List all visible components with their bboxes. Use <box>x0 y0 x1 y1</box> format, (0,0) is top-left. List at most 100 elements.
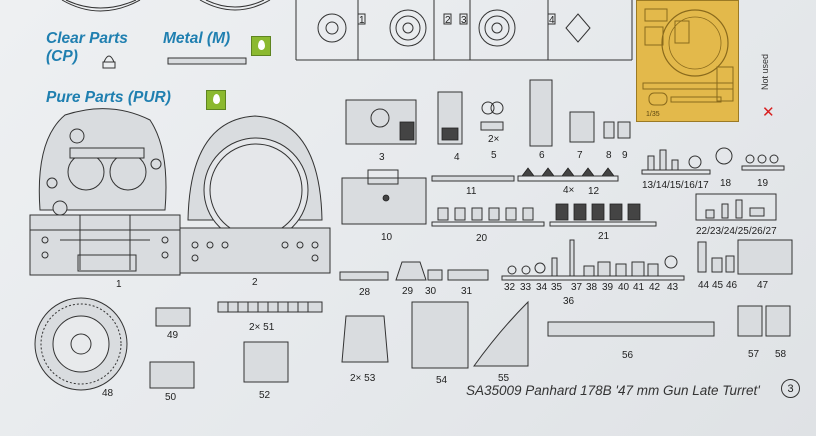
legend-metal: Metal (M) <box>163 30 231 47</box>
part-number: 28 <box>359 287 371 298</box>
not-used-x-icon: ✕ <box>762 104 775 121</box>
part-number: 56 <box>622 350 634 361</box>
part-6 <box>529 79 553 147</box>
part-number: 18 <box>720 178 732 189</box>
part-number: 2 <box>252 277 258 288</box>
parts-22-27 <box>695 193 777 221</box>
part-28 <box>339 271 389 281</box>
photo-etch-scale-label: 1/35 <box>646 111 660 118</box>
part-number: 6 <box>539 150 545 161</box>
part-30 <box>427 269 443 281</box>
part-number: 32 <box>504 282 516 293</box>
part-number: 57 <box>748 349 760 360</box>
part-number: 43 <box>667 282 679 293</box>
part-number: 8 <box>606 150 612 161</box>
part-number: 50 <box>165 392 177 403</box>
part-9 <box>617 121 631 139</box>
parts-44-46 <box>697 241 735 273</box>
part-5 <box>480 121 504 131</box>
page-number: 3 <box>781 379 800 398</box>
part-number: 36 <box>563 296 575 307</box>
part-number: 2× <box>488 134 500 145</box>
part-number: 49 <box>167 330 179 341</box>
part-number: 10 <box>381 232 393 243</box>
part-number: 37 <box>571 282 583 293</box>
part-number: 29 <box>402 286 414 297</box>
part-11 <box>431 175 515 182</box>
part-number: 11 <box>466 186 477 197</box>
sprue-label: 2 <box>445 15 451 26</box>
part-number: 19 <box>757 178 769 189</box>
part-12 <box>517 167 619 182</box>
part-19 <box>741 154 785 171</box>
part-number: 3 <box>379 152 385 163</box>
part-number: 2× 53 <box>350 373 376 384</box>
metal-rod-icon <box>167 57 247 65</box>
part-2 <box>179 115 331 274</box>
part-48 <box>34 297 128 391</box>
drop-icon <box>251 36 271 56</box>
parts-57-58 <box>737 305 791 337</box>
part-number: 35 <box>551 282 563 293</box>
part-number: 4 <box>454 152 460 163</box>
part-number: 21 <box>598 231 610 242</box>
drop-icon <box>206 90 226 110</box>
part-54 <box>411 301 469 369</box>
part-8 <box>603 121 615 139</box>
part-number: 33 <box>520 282 532 293</box>
legend-clear-parts-abbr: (CP) <box>46 48 78 65</box>
kit-caption: SA35009 Panhard 178B '47 mm Gun Late Tur… <box>466 383 760 398</box>
part-number: 39 <box>602 282 614 293</box>
part-number: 4× <box>563 185 575 196</box>
part-56 <box>547 321 715 337</box>
photo-etch-parts <box>642 8 734 106</box>
photo-etch-fret: 1/35 <box>636 0 739 122</box>
part-number: 12 <box>588 186 600 197</box>
sprue-label: 3 <box>461 15 467 26</box>
part-52 <box>243 341 289 383</box>
part-number: 47 <box>757 280 769 291</box>
part-number: 20 <box>476 233 488 244</box>
part-number: 40 <box>618 282 630 293</box>
part-number: 1 <box>116 279 122 290</box>
part-number: 45 <box>712 280 724 291</box>
part-number: 30 <box>425 286 437 297</box>
part-number: 38 <box>586 282 598 293</box>
part-number: 5 <box>491 150 497 161</box>
part-number: 54 <box>436 375 448 386</box>
part-number: 42 <box>649 282 661 293</box>
part-50 <box>149 361 195 389</box>
part-number: 58 <box>775 349 787 360</box>
part-49 <box>155 307 191 327</box>
part-47 <box>737 239 793 275</box>
part-7 <box>569 111 595 143</box>
part-number: 52 <box>259 390 271 401</box>
part-29 <box>395 261 427 281</box>
part-number: 41 <box>633 282 645 293</box>
part-31 <box>447 269 489 281</box>
wheel-fragment <box>61 0 141 12</box>
part-number: 31 <box>461 286 473 297</box>
part-number: 22/23/24/25/26/27 <box>696 226 777 237</box>
part-1 <box>29 108 181 276</box>
part-10 <box>341 177 427 225</box>
part-number: 34 <box>536 282 548 293</box>
part-51 <box>217 301 323 313</box>
sprue-label: 4 <box>549 15 555 26</box>
parts-32-43 <box>501 239 685 281</box>
part-number: 46 <box>726 280 738 291</box>
part-18 <box>715 147 733 165</box>
part-number: 7 <box>577 150 583 161</box>
wheel-fragment <box>199 0 271 11</box>
part-20 <box>431 207 545 227</box>
part-number: 44 <box>698 280 710 291</box>
part-55 <box>473 300 529 367</box>
part-53 <box>341 315 389 363</box>
part-number: 9 <box>622 150 628 161</box>
clear-part-icon <box>102 55 116 69</box>
sprue-label: 1 <box>359 15 365 26</box>
part-number: 13/14/15/16/17 <box>642 180 709 191</box>
part-number: 2× 51 <box>249 322 275 333</box>
